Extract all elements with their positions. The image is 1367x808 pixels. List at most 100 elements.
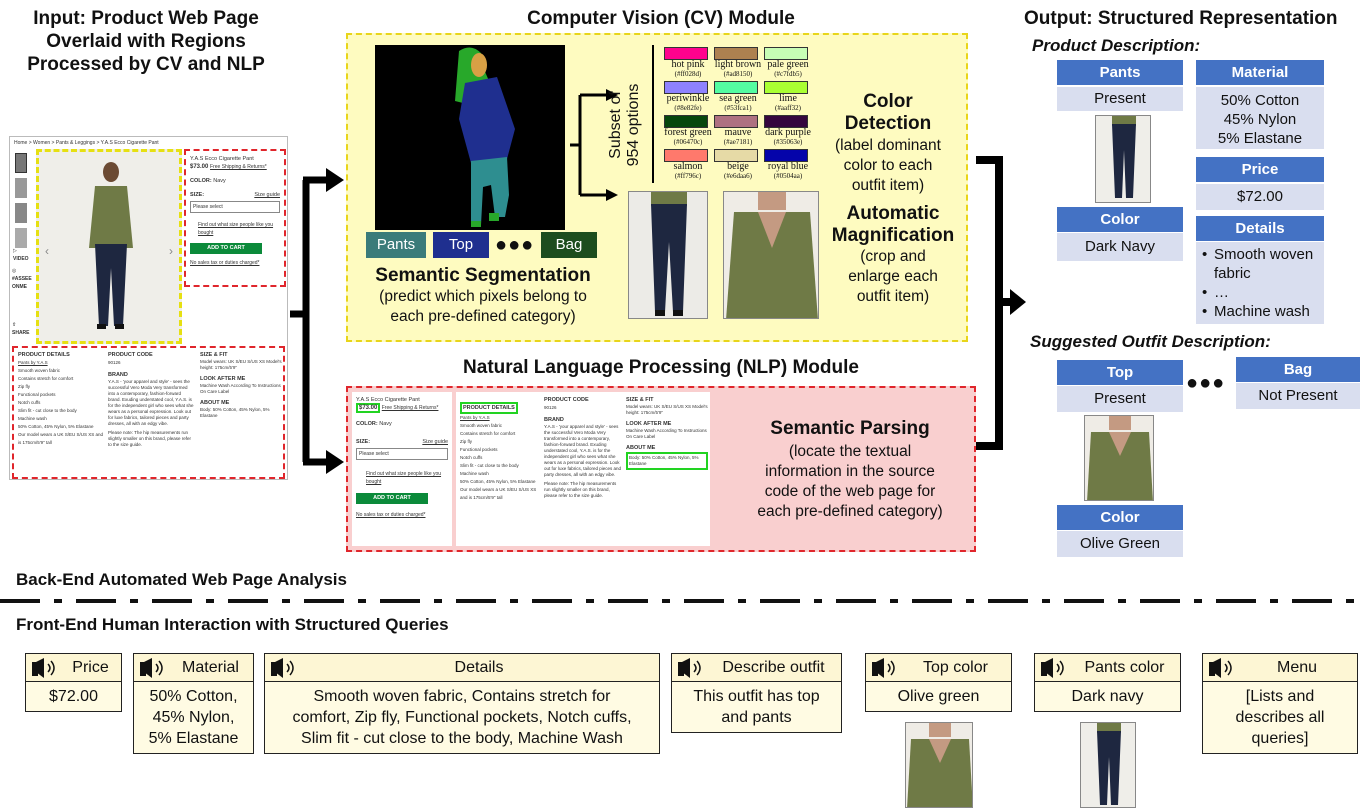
color-swatch-fill: [664, 149, 708, 162]
magnified-pants-photo: [628, 191, 708, 319]
color-swatch-hex: (#06470c): [673, 138, 703, 146]
color-swatch-dark-purple: dark purple(#35063e): [764, 115, 812, 153]
color-swatch-hot-pink: hot pink(#ff028d): [664, 47, 712, 85]
segmentation-figure: [455, 47, 515, 227]
parsing-subtitle: (locate the textual information in the s…: [757, 443, 943, 520]
next-arrow-icon[interactable]: ›: [169, 244, 173, 258]
color-swatch-lime: lime(#aaff32): [764, 81, 812, 119]
input-web-page: Home > Women > Pants & Leggings > Y.A.S …: [9, 136, 288, 480]
top-color-value: Olive Green: [1057, 531, 1183, 557]
color-swatch-light-brown: light brown(#ad8150): [714, 47, 762, 85]
color-swatch-hex: (#aaff32): [775, 104, 801, 112]
catwalk-label[interactable]: ◎#ASSEE ONME: [12, 268, 32, 290]
magnification-title: Automatic Magnification: [831, 203, 955, 246]
query-top-photo: [905, 722, 973, 808]
size-select[interactable]: Please select: [190, 201, 280, 213]
output-pants-photo: [1095, 115, 1151, 203]
nlp-page-right: PRODUCT DETAILS Pants by Y.A.S Smooth wo…: [456, 392, 710, 546]
query-pants-color[interactable]: Pants color Dark navy: [1034, 653, 1181, 712]
backend-label: Back-End Automated Web Page Analysis: [16, 570, 347, 589]
category-chip-bag: Bag: [541, 232, 597, 258]
color-swatch-name: light brown: [714, 59, 762, 70]
magnification-subtitle: (crop and enlarge each outfit item): [848, 248, 938, 305]
dash-dot-divider: [0, 599, 1367, 603]
prev-arrow-icon[interactable]: ‹: [45, 244, 49, 258]
segmentation-subtitle: (predict which pixels belong to each pre…: [379, 288, 587, 325]
ellipsis-dots: ●●●: [495, 234, 535, 256]
add-to-cart-button[interactable]: ADD TO CART: [190, 243, 262, 254]
color-swatch-name: salmon: [673, 161, 703, 172]
nlp-price-highlight: $73.00: [356, 403, 381, 413]
find-out-link[interactable]: Find out what size people like you bough…: [198, 222, 274, 236]
nlp-material-highlight: Body: 50% Cotton, 45% Nylon, 5% Elastane: [626, 452, 708, 470]
arrow-from-nlp: [976, 302, 1003, 450]
color-swatch-name: hot pink: [671, 59, 705, 70]
parsing-title: Semantic Parsing: [770, 418, 930, 439]
speaker-icon: [30, 657, 60, 678]
subset-label: Subset of 954 options: [607, 83, 642, 167]
video-label[interactable]: ▷VIDEO: [13, 248, 29, 262]
arrow-to-output-head: [1010, 289, 1026, 315]
color-swatch-forest-green: forest green(#06470c): [664, 115, 712, 153]
query-top-color[interactable]: Top color Olive green: [865, 653, 1012, 712]
color-swatch-sea-green: sea green(#53fca1): [714, 81, 762, 119]
frontend-label: Front-End Human Interaction with Structu…: [16, 615, 449, 634]
pants-value: Present: [1057, 87, 1183, 111]
color-detection-subtitle: (label dominant color to each outfit ite…: [835, 137, 941, 194]
nlp-page-left: Y.A.S Ecco Cigarette Pant $73.00 Free Sh…: [352, 392, 452, 546]
color-swatch-name: beige: [727, 161, 749, 172]
color-swatch-periwinkle: periwinkle(#8e82fe): [664, 81, 712, 119]
breadcrumb[interactable]: Home > Women > Pants & Leggings > Y.A.S …: [14, 140, 159, 146]
bag-label: Bag: [1236, 357, 1360, 382]
top-color-label: Color: [1057, 505, 1183, 530]
color-swatch-name: royal blue: [767, 161, 809, 172]
color-swatch-hex: (#ae7181): [723, 138, 753, 146]
segmentation-title: Semantic Segmentation: [375, 265, 591, 286]
color-swatch-fill: [714, 115, 758, 128]
category-chip-top: Top: [433, 232, 489, 258]
color-swatch-hex: (#35063e): [773, 138, 803, 146]
material-value: 50% Cotton 45% Nylon 5% Elastane: [1196, 87, 1324, 149]
query-details[interactable]: Details Smooth woven fabric, Contains st…: [264, 653, 660, 754]
segmentation-mask: [375, 45, 565, 230]
query-price[interactable]: Price $72.00: [25, 653, 122, 712]
details-value: •Smooth woven fabric •… •Machine wash: [1196, 242, 1324, 324]
color-swatch-name: lime: [779, 93, 797, 104]
color-detection-title: Color Detection: [844, 91, 932, 134]
input-bracket: [290, 180, 310, 462]
color-swatch-beige: beige(#e6daa6): [714, 149, 762, 187]
color-swatch-hex: (#ad8150): [723, 70, 753, 78]
details-label: Details: [1196, 216, 1324, 241]
speaker-icon: [870, 657, 900, 678]
bag-value: Not Present: [1236, 383, 1360, 409]
color-swatch-hex: (#c7fdb5): [774, 70, 802, 78]
share-label[interactable]: ⇧SHARE: [12, 322, 30, 336]
color-swatch-salmon: salmon(#ff796c): [664, 149, 712, 187]
query-menu[interactable]: Menu [Lists and describes all queries]: [1202, 653, 1358, 754]
query-material[interactable]: Material 50% Cotton, 45% Nylon, 5% Elast…: [133, 653, 254, 754]
color-value: Dark Navy: [1057, 233, 1183, 261]
color-swatch-fill: [664, 47, 708, 60]
color-swatch-name: sea green: [719, 93, 757, 104]
color-swatch-fill: [764, 47, 808, 60]
price-value: $72.00: [1196, 184, 1324, 210]
query-pants-photo: [1080, 722, 1136, 808]
model-figure: [89, 162, 133, 329]
cv-module: Pants Top ●●● Bag Semantic Segmentation …: [346, 33, 968, 342]
query-describe-outfit[interactable]: Describe outfit This outfit has top and …: [671, 653, 842, 733]
nlp-title: Natural Language Processing (NLP) Module: [463, 357, 859, 378]
color-swatch-hex: (#8e82fe): [674, 104, 702, 112]
color-swatch-name: dark purple: [765, 127, 811, 138]
speaker-icon: [676, 657, 706, 678]
color-swatch-hex: (#53fca1): [724, 104, 752, 112]
color-swatch-fill: [664, 115, 708, 128]
top-value: Present: [1057, 386, 1183, 412]
output-top-photo: [1084, 415, 1154, 501]
arrow-to-nlp-head: [326, 450, 344, 474]
thumbnail-strip[interactable]: [15, 153, 29, 253]
price-label: Price: [1196, 157, 1324, 182]
brace-arrows: [570, 89, 618, 201]
color-swatch-fill: [764, 115, 808, 128]
color-swatch-fill: [714, 81, 758, 94]
color-swatch-fill: [714, 149, 758, 162]
